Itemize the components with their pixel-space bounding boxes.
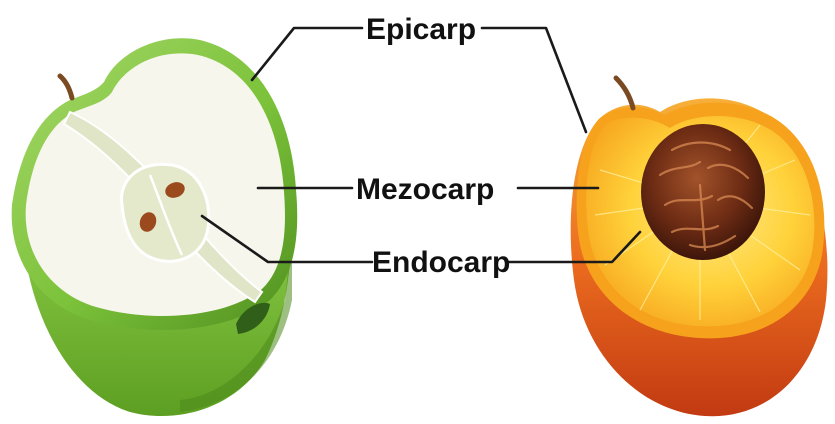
- peach-pit: [641, 124, 765, 260]
- peach-illustration: [571, 78, 828, 416]
- peach-stem: [616, 78, 633, 108]
- label-mezocarp: Mezocarp: [356, 173, 494, 206]
- apple-stem: [60, 76, 72, 98]
- label-epicarp: Epicarp: [366, 13, 476, 46]
- label-endocarp: Endocarp: [372, 246, 510, 279]
- epicarp-leader-peach: [482, 28, 586, 132]
- apple-illustration: [12, 38, 298, 416]
- epicarp-leader-apple: [252, 28, 362, 80]
